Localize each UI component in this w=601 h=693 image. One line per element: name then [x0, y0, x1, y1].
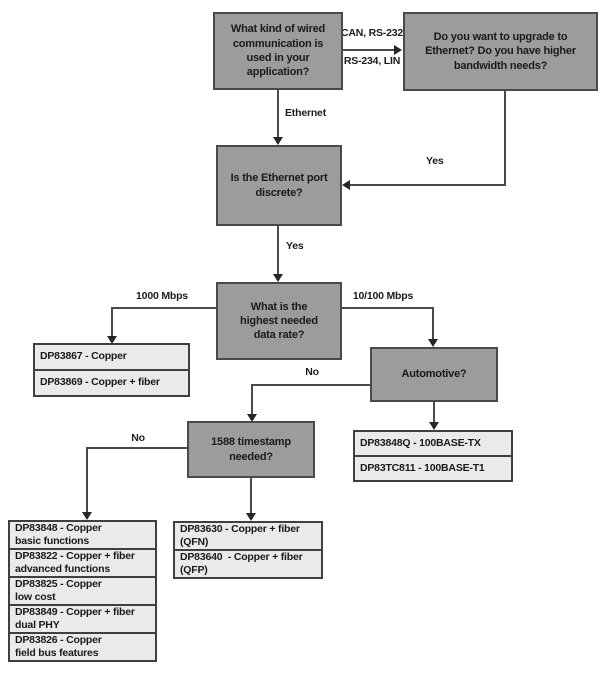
feature-label: (QFP) [180, 564, 208, 576]
node-label: Is the Ethernet port discrete? [230, 172, 328, 199]
edge-label-10-100-mbps: 10/100 Mbps [352, 290, 414, 302]
part-label: DP83848Q - 100BASE-TX [360, 436, 481, 449]
connector-upgrade-down [504, 91, 506, 186]
arrowhead-down-icon [273, 274, 283, 282]
edge-label-automotive-no: No [305, 366, 319, 378]
part-label: DP83849 - Copper + fiber [15, 605, 135, 618]
node-label: Do you want to upgrade to Ethernet? Do y… [425, 31, 576, 72]
arrowhead-down-icon [246, 513, 256, 521]
connector-1588-no-h [86, 447, 187, 449]
part-label: DP83822 - Copper + fiber [15, 549, 135, 562]
arrowhead-down-icon [107, 336, 117, 344]
feature-label: advanced functions [15, 563, 111, 575]
result-item: DP83826 - Copper field bus features [8, 632, 157, 662]
connector-rate-10100-v [432, 307, 434, 340]
node-data-rate: What is the highest needed data rate? [216, 282, 342, 360]
part-label: DP83825 - Copper [15, 577, 102, 590]
arrowhead-left-icon [342, 180, 350, 190]
edge-label-ethernet: Ethernet [285, 107, 326, 119]
result-item: DP83822 - Copper + fiber advanced functi… [8, 548, 157, 578]
result-list-gigabit: DP83867 - Copper DP83869 - Copper + fibe… [33, 343, 190, 397]
connector-rate-1000-v [111, 307, 113, 337]
node-port-discrete: Is the Ethernet port discrete? [216, 145, 342, 226]
result-item: DP83867 - Copper [33, 343, 190, 371]
part-label: DP83640 - Copper + fiber [180, 550, 303, 563]
part-label: DP83TC811 - 100BASE-T1 [360, 461, 485, 474]
result-item: DP83848 - Copper basic functions [8, 520, 157, 550]
result-item: DP83640 - Copper + fiber (QFP) [173, 549, 323, 579]
part-label: DP83826 - Copper [15, 633, 102, 646]
part-label: DP83848 - Copper [15, 521, 102, 534]
edge-label-discrete-yes: Yes [286, 240, 304, 252]
feature-label: dual PHY [15, 619, 60, 631]
result-list-timestamp: DP83630 - Copper + fiber (QFN) DP83640 -… [173, 521, 323, 579]
arrowhead-right-icon [394, 45, 402, 55]
part-label: DP83630 - Copper + fiber [180, 522, 300, 535]
result-item: DP83TC811 - 100BASE-T1 [353, 455, 513, 482]
edge-label-can-rs232: CAN, RS-232 [341, 27, 403, 39]
node-automotive: Automotive? [370, 347, 498, 402]
arrowhead-down-icon [273, 137, 283, 145]
arrowhead-down-icon [429, 422, 439, 430]
connector-automotive-no-h [251, 384, 371, 386]
connector-automotive-yes [433, 400, 435, 423]
result-list-automotive: DP83848Q - 100BASE-TX DP83TC811 - 100BAS… [353, 430, 513, 482]
node-label: Automotive? [401, 368, 467, 381]
result-item: DP83630 - Copper + fiber (QFN) [173, 521, 323, 551]
connector-upgrade-to-discrete [350, 184, 506, 186]
part-label: DP83867 - Copper [40, 350, 127, 363]
connector-1588-yes [250, 478, 252, 514]
connector-rate-10100-h [342, 307, 434, 309]
node-wired-communication: What kind of wired communication is used… [213, 12, 343, 90]
connector-1588-no-v [86, 447, 88, 512]
result-item: DP83825 - Copper low cost [8, 576, 157, 606]
node-1588-timestamp: 1588 timestamp needed? [187, 421, 315, 478]
feature-label: basic functions [15, 535, 90, 547]
connector-automotive-no-v [251, 384, 253, 415]
arrowhead-down-icon [428, 339, 438, 347]
part-label: DP83869 - Copper + fiber [40, 376, 160, 389]
node-label: What kind of wired communication is used… [230, 23, 326, 79]
connector-wired-to-upgrade [343, 49, 396, 51]
node-label: What is the highest needed data rate? [240, 300, 318, 342]
connector-wired-to-discrete [277, 90, 279, 138]
feature-label: low cost [15, 591, 56, 603]
edge-label-upgrade-yes: Yes [426, 155, 444, 167]
feature-label: field bus features [15, 647, 99, 659]
result-item: DP83848Q - 100BASE-TX [353, 430, 513, 457]
arrowhead-down-icon [247, 414, 257, 422]
connector-rate-1000-h [111, 307, 216, 309]
edge-label-rs234-lin: RS-234, LIN [343, 55, 401, 67]
connector-discrete-to-rate [277, 226, 279, 275]
arrowhead-down-icon [82, 512, 92, 520]
node-label: 1588 timestamp needed? [211, 436, 291, 463]
result-item: DP83869 - Copper + fiber [33, 369, 190, 397]
feature-label: (QFN) [180, 536, 209, 548]
result-list-general: DP83848 - Copper basic functions DP83822… [8, 520, 157, 662]
edge-label-1000-mbps: 1000 Mbps [136, 290, 188, 302]
edge-label-1588-no: No [131, 432, 145, 444]
result-item: DP83849 - Copper + fiber dual PHY [8, 604, 157, 634]
node-upgrade-ethernet: Do you want to upgrade to Ethernet? Do y… [403, 12, 598, 91]
